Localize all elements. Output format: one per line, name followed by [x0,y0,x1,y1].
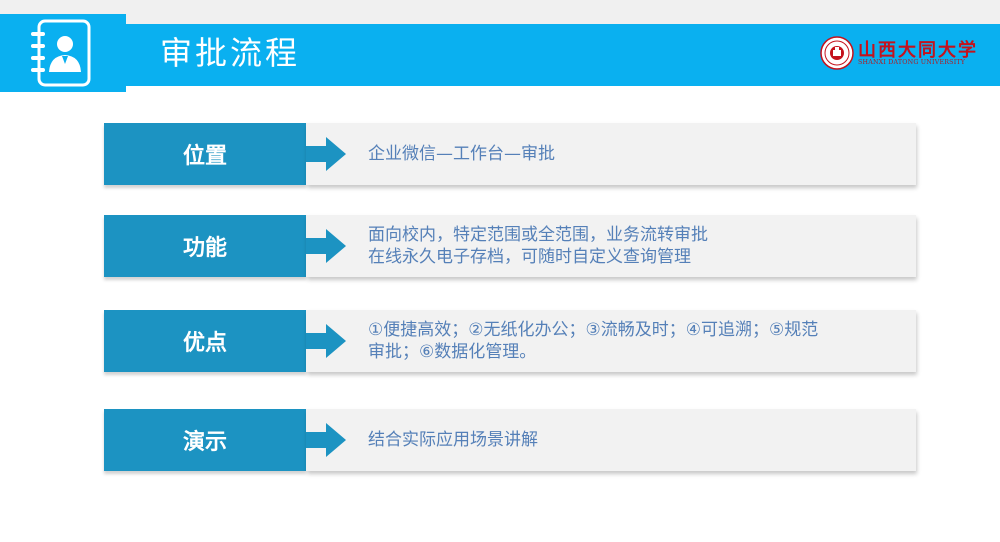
row-content-line: 结合实际应用场景讲解 [368,430,538,450]
row-demo: 演示 结合实际应用场景讲解 [104,409,916,471]
row-content: ①便捷高效；②无纸化办公；③流畅及时；④可追溯；⑤规范 审批；⑥数据化管理。 [368,310,908,372]
row-advantages: 优点 ①便捷高效；②无纸化办公；③流畅及时；④可追溯；⑤规范 审批；⑥数据化管理… [104,310,916,372]
row-label: 功能 [104,215,306,277]
row-label: 演示 [104,409,306,471]
address-book-icon [31,19,91,87]
row-content-line: ①便捷高效；②无纸化办公；③流畅及时；④可追溯；⑤规范 [368,320,819,340]
row-content-line: 在线永久电子存档，可随时自定义查询管理 [368,247,691,267]
arrow-right-icon [306,137,346,171]
row-content-box [306,123,916,185]
row-content-box [306,215,916,277]
arrow-right-icon [306,423,346,457]
row-location: 位置 企业微信—工作台—审批 [104,123,916,185]
page-title: 审批流程 [160,34,301,72]
row-content: 结合实际应用场景讲解 [368,409,908,471]
logo-name: 山西大同大学 [858,40,978,61]
row-label: 位置 [104,123,306,185]
row-function: 功能 面向校内，特定范围或全范围，业务流转审批 在线永久电子存档，可随时自定义查… [104,215,916,277]
row-content: 企业微信—工作台—审批 [368,123,908,185]
row-content-box [306,310,916,372]
row-content-line: 审批；⑥数据化管理。 [368,342,537,362]
university-logo: 山西大同大学 SHANXI DATONG UNIVERSITY [820,34,980,74]
logo-subtitle: SHANXI DATONG UNIVERSITY [858,59,966,66]
row-content-line: 面向校内，特定范围或全范围，业务流转审批 [368,225,708,245]
row-content-box [306,409,916,471]
row-label: 优点 [104,310,306,372]
header-icon-box [0,14,126,92]
arrow-right-icon [306,324,346,358]
row-content: 面向校内，特定范围或全范围，业务流转审批 在线永久电子存档，可随时自定义查询管理 [368,215,908,277]
top-strip [0,0,1000,24]
arrow-right-icon [306,229,346,263]
university-seal-icon [820,36,854,70]
row-content-line: 企业微信—工作台—审批 [368,144,555,164]
